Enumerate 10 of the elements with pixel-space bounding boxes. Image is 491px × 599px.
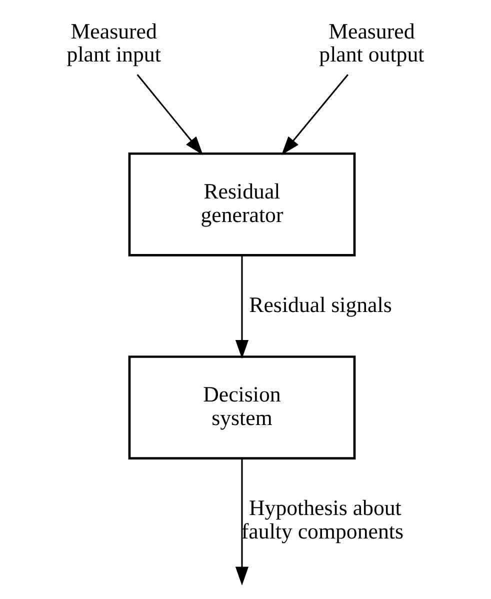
- arrow: [136, 74, 203, 156]
- arrow: [235, 255, 249, 359]
- node-text: Measured plant input: [66, 19, 161, 67]
- edge-label: Hypothesis about faulty components: [241, 496, 404, 544]
- node-box: Decision system: [128, 356, 356, 460]
- node-box: Residual generator: [128, 152, 356, 256]
- arrow: [281, 74, 348, 156]
- node-text: Measured plant output: [319, 19, 424, 67]
- arrow: [235, 458, 249, 586]
- edge-label: Residual signals: [249, 292, 392, 317]
